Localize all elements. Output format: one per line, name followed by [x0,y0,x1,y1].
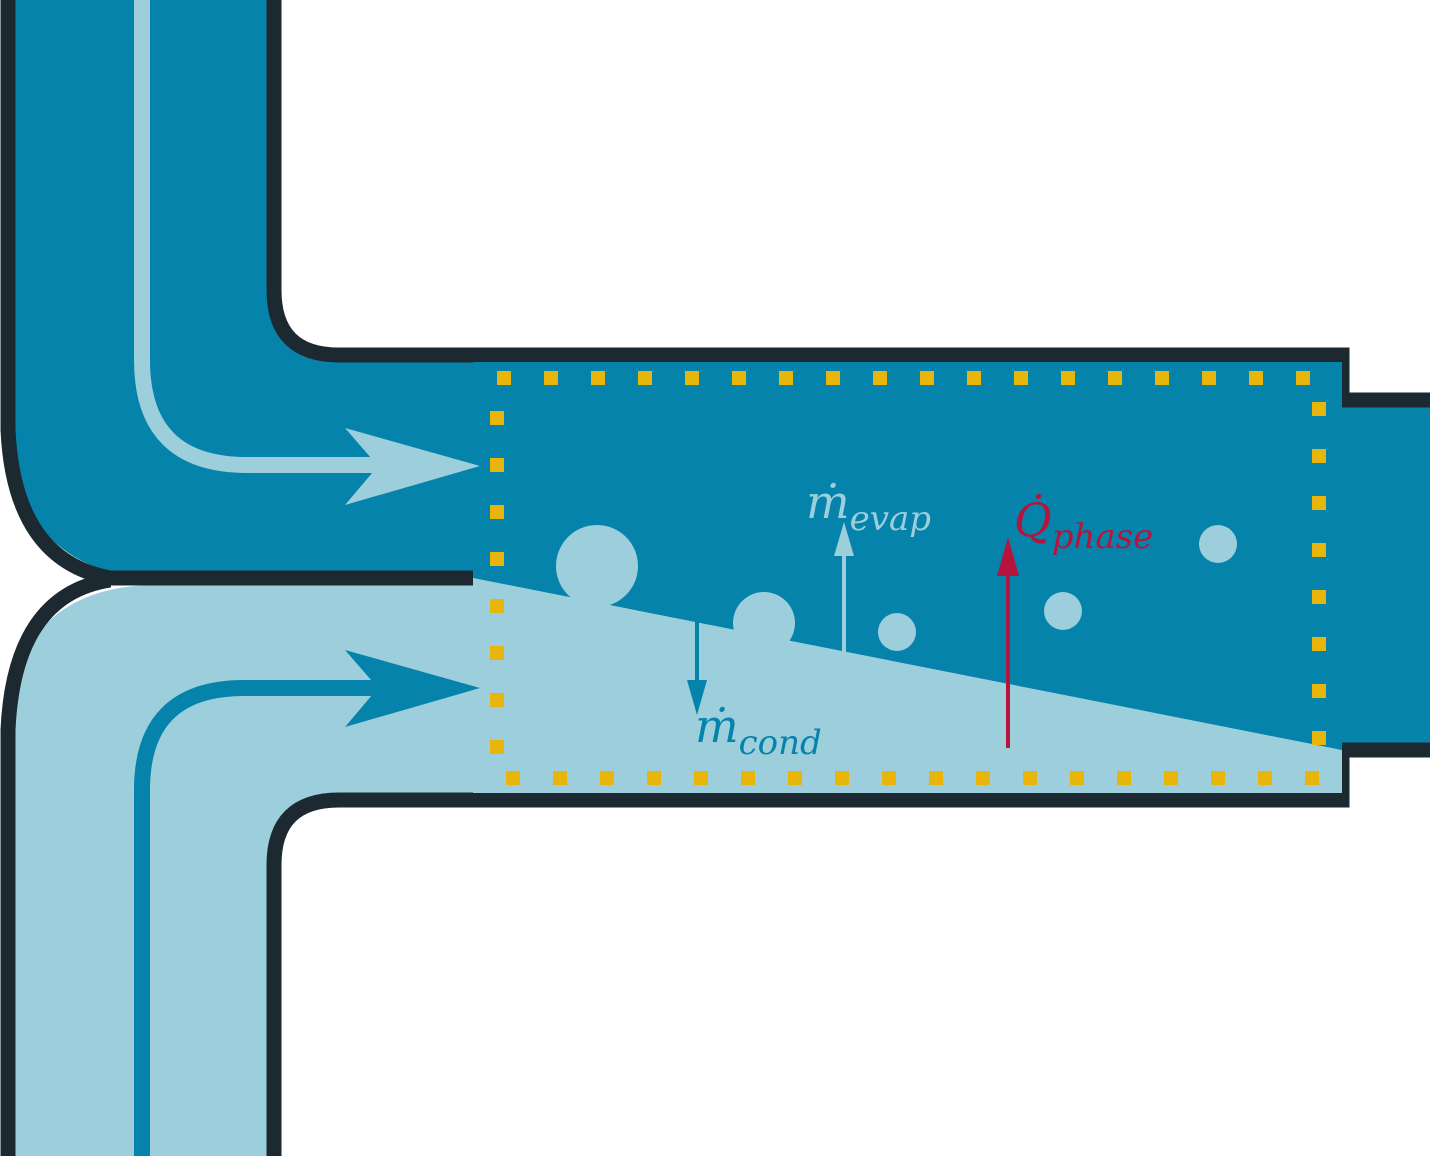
liquid-pipe-outer-wall [0,572,112,1156]
evaporation-arrow-icon [834,522,854,556]
condensation-label: ṁcond [695,699,822,763]
liquid-streamline [134,680,380,1156]
phase-heat-label: Q̇phase [1014,493,1153,557]
heat-arrow-icon [997,537,1019,576]
bubble-icon [733,592,795,654]
chamber-liquid-layer [473,578,1342,793]
evaporation-label: ṁevap [806,475,931,539]
liquid-pipe-inner-wall [266,742,1430,1156]
condensation-subscript: cond [739,723,822,763]
evaporation-symbol: ṁ [806,475,850,529]
phase-heat-symbol: Q̇ [1014,493,1052,547]
evaporation-subscript: evap [850,499,931,539]
vapor-inlet-arrow-icon [345,428,480,505]
condensation-symbol: ṁ [695,699,739,753]
vapor-pipe-inner-wall [266,0,1430,408]
vapor-streamline [134,0,380,473]
condensation-arrow-icon [687,680,707,715]
chamber-vapor-region [473,362,1342,750]
bubble-icon [1199,525,1237,563]
bubble-icon [556,525,638,607]
liquid-inlet-arrow-icon [345,650,480,727]
bubbles [556,525,1237,654]
bubble-icon [878,613,916,651]
bubble-icon [1044,592,1082,630]
phase-heat-subscript: phase [1052,517,1154,557]
